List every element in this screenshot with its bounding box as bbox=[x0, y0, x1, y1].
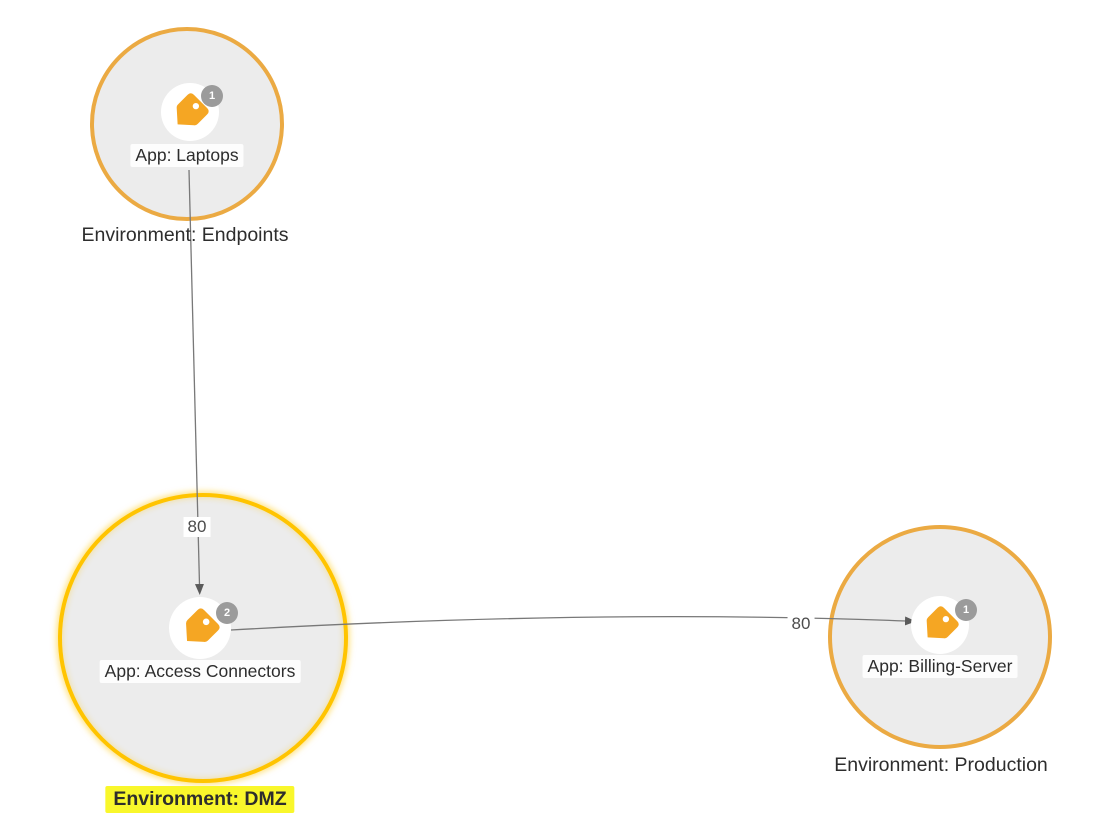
environment-label-highlighted[interactable]: Environment: DMZ bbox=[105, 786, 295, 813]
environment-label[interactable]: Environment: Production bbox=[834, 754, 1048, 776]
app-node-label[interactable]: App: Access Connectors bbox=[99, 660, 301, 683]
app-node-label[interactable]: App: Billing-Server bbox=[862, 655, 1018, 678]
traffic-link-access-connectors-to-billing-server[interactable] bbox=[230, 615, 916, 631]
node-count-badge: 1 bbox=[955, 599, 977, 621]
port-label-access-connectors-to-billing-server[interactable]: 80 bbox=[787, 614, 815, 634]
app-node-label[interactable]: App: Laptops bbox=[130, 144, 244, 167]
app-node-icon-billing-server[interactable] bbox=[911, 596, 969, 654]
app-node-icon-access-connectors[interactable] bbox=[169, 597, 231, 659]
tag-icon bbox=[186, 608, 220, 642]
traffic-link-laptops-to-access-connectors[interactable] bbox=[188, 169, 204, 595]
environment-label[interactable]: Environment: Endpoints bbox=[81, 224, 289, 246]
node-count-badge: 1 bbox=[201, 85, 223, 107]
node-count-badge: 2 bbox=[216, 602, 238, 624]
tag-icon bbox=[926, 606, 959, 639]
tag-icon bbox=[176, 93, 209, 126]
port-label-laptops-to-access-connectors[interactable]: 80 bbox=[183, 517, 211, 537]
